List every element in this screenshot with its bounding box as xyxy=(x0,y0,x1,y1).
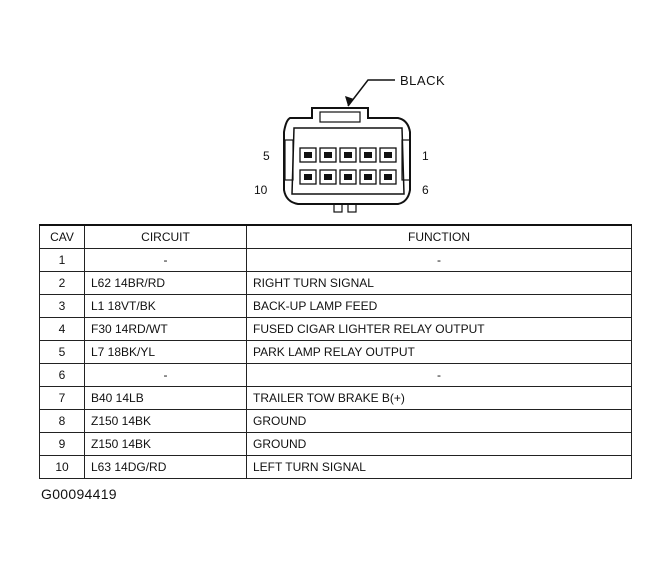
pinout-table: CAV CIRCUIT FUNCTION 1 - - 2 L62 14BR/RD… xyxy=(39,224,632,479)
circuit-cell: L1 18VT/BK xyxy=(84,294,247,318)
table-row: 5 L7 18BK/YL PARK LAMP RELAY OUTPUT xyxy=(39,340,632,364)
table-row: 7 B40 14LB TRAILER TOW BRAKE B(+) xyxy=(39,386,632,410)
circuit-cell: B40 14LB xyxy=(84,386,247,410)
pin-label-5: 5 xyxy=(263,149,270,163)
cav-cell: 9 xyxy=(39,432,85,456)
circuit-cell: Z150 14BK xyxy=(84,432,247,456)
cav-cell: 8 xyxy=(39,409,85,433)
table-row: 1 - - xyxy=(39,248,632,272)
header-circuit: CIRCUIT xyxy=(84,224,247,249)
circuit-cell: F30 14RD/WT xyxy=(84,317,247,341)
circuit-cell: L7 18BK/YL xyxy=(84,340,247,364)
circuit-cell: - xyxy=(84,363,247,387)
circuit-cell: - xyxy=(84,248,247,272)
header-function: FUNCTION xyxy=(246,224,632,249)
connector-color-label: BLACK xyxy=(400,73,446,88)
circuit-cell: Z150 14BK xyxy=(84,409,247,433)
function-cell: LEFT TURN SIGNAL xyxy=(246,455,632,479)
function-cell: GROUND xyxy=(246,432,632,456)
cav-cell: 1 xyxy=(39,248,85,272)
circuit-cell: L62 14BR/RD xyxy=(84,271,247,295)
pin-label-6: 6 xyxy=(422,183,429,197)
circuit-cell: L63 14DG/RD xyxy=(84,455,247,479)
function-cell: FUSED CIGAR LIGHTER RELAY OUTPUT xyxy=(246,317,632,341)
cav-cell: 7 xyxy=(39,386,85,410)
cav-cell: 4 xyxy=(39,317,85,341)
cav-cell: 10 xyxy=(39,455,85,479)
function-cell: PARK LAMP RELAY OUTPUT xyxy=(246,340,632,364)
table-row: 9 Z150 14BK GROUND xyxy=(39,432,632,456)
cav-cell: 3 xyxy=(39,294,85,318)
table-row: 6 - - xyxy=(39,363,632,387)
function-cell: - xyxy=(246,248,632,272)
function-cell: BACK-UP LAMP FEED xyxy=(246,294,632,318)
connector-diagram xyxy=(250,68,460,218)
table-row: 8 Z150 14BK GROUND xyxy=(39,409,632,433)
cav-cell: 2 xyxy=(39,271,85,295)
function-cell: RIGHT TURN SIGNAL xyxy=(246,271,632,295)
table-row: 4 F30 14RD/WT FUSED CIGAR LIGHTER RELAY … xyxy=(39,317,632,341)
table-row: 3 L1 18VT/BK BACK-UP LAMP FEED xyxy=(39,294,632,318)
cav-cell: 5 xyxy=(39,340,85,364)
table-row: 2 L62 14BR/RD RIGHT TURN SIGNAL xyxy=(39,271,632,295)
table-row: 10 L63 14DG/RD LEFT TURN SIGNAL xyxy=(39,455,632,479)
function-cell: TRAILER TOW BRAKE B(+) xyxy=(246,386,632,410)
table-header-row: CAV CIRCUIT FUNCTION xyxy=(39,224,632,249)
connector-face-drawing xyxy=(283,79,411,213)
pin-label-10: 10 xyxy=(254,183,268,197)
function-cell: - xyxy=(246,363,632,387)
cav-cell: 6 xyxy=(39,363,85,387)
figure-id: G00094419 xyxy=(41,486,117,502)
function-cell: GROUND xyxy=(246,409,632,433)
header-cav: CAV xyxy=(39,224,85,249)
pin-label-1: 1 xyxy=(422,149,429,163)
